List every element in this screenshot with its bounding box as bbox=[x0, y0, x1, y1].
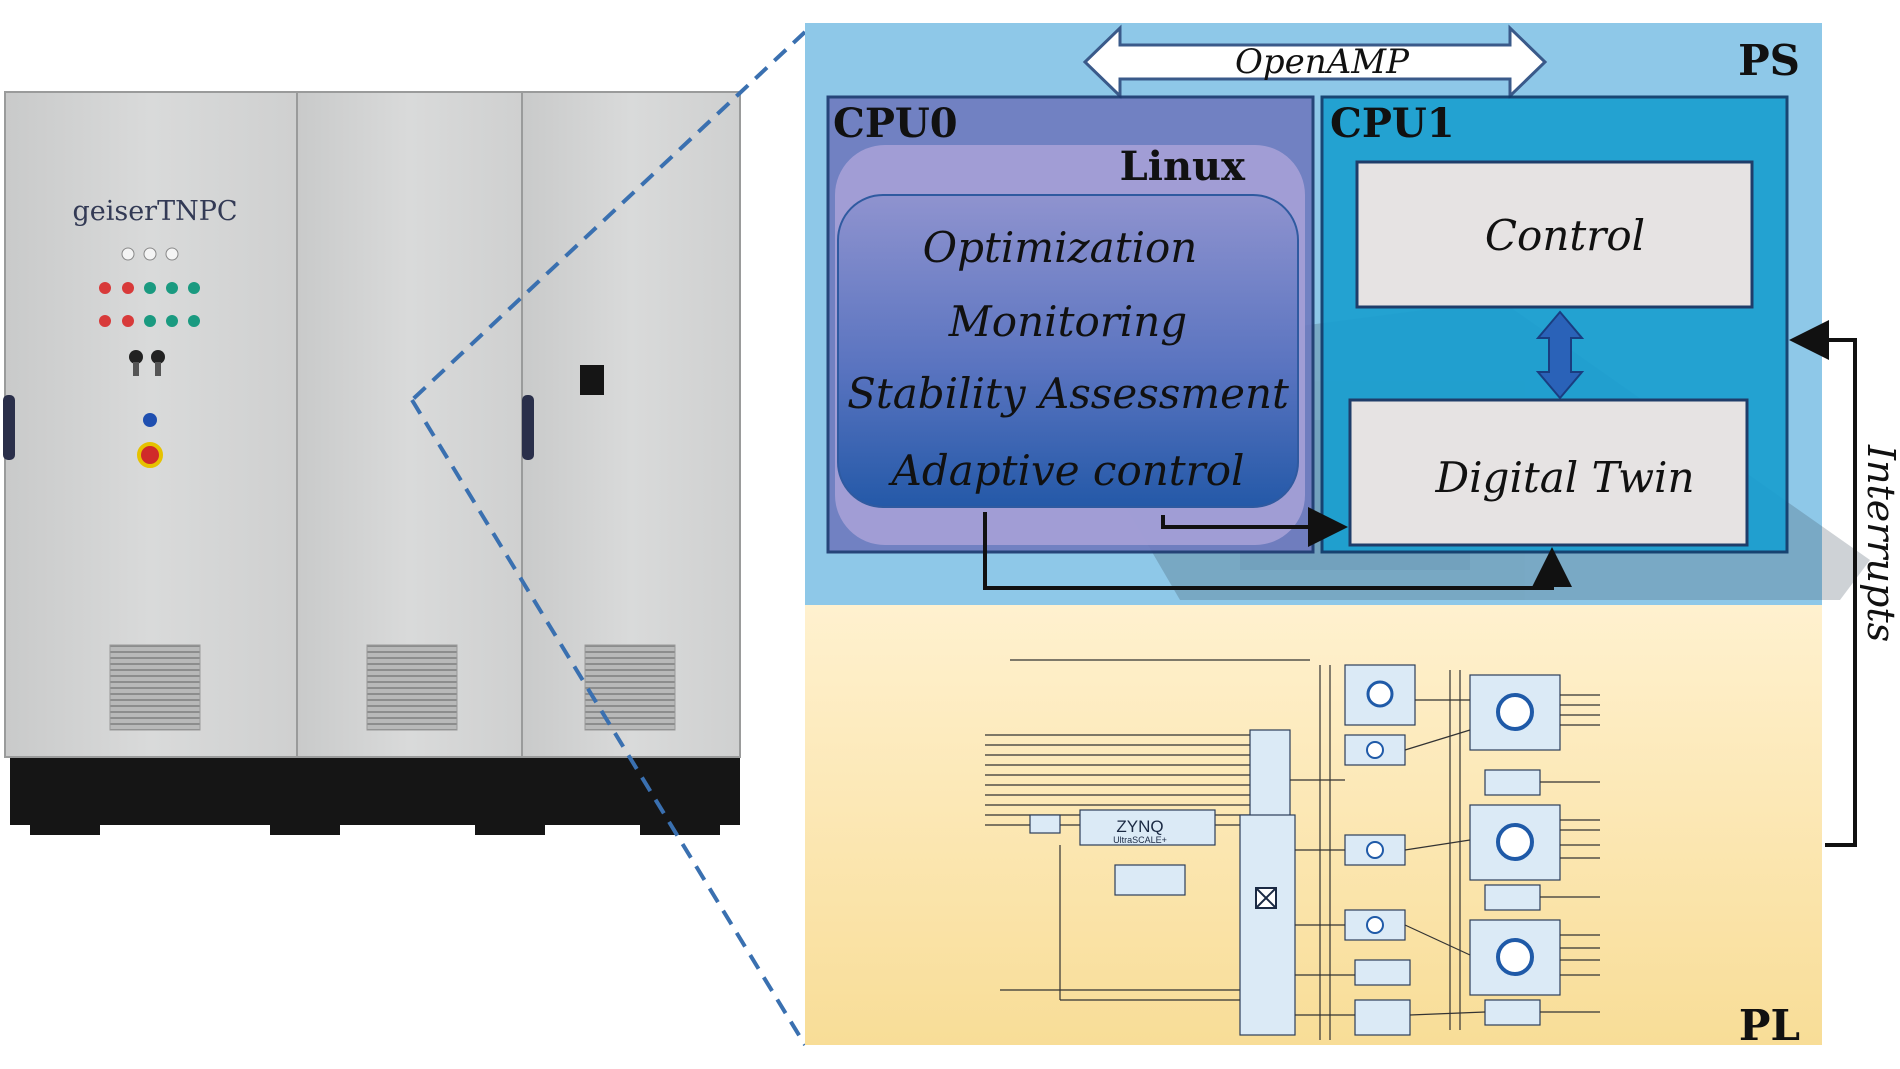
digital-twin-label: Digital Twin bbox=[1434, 453, 1694, 502]
digital-twin-box bbox=[1348, 398, 1749, 547]
zynq-title: ZYNQ bbox=[1116, 817, 1163, 836]
interrupts-arrow bbox=[1789, 320, 1857, 847]
task-stability-assessment: Stability Assessment bbox=[847, 369, 1289, 418]
key-switch-icon bbox=[129, 350, 165, 376]
vent-grille-icon bbox=[584, 644, 676, 731]
ps-label: PS bbox=[1738, 36, 1800, 85]
openamp-label: OpenAMP bbox=[1235, 42, 1410, 82]
openamp-arrow: OpenAMP bbox=[1082, 24, 1548, 100]
zynq-block: ZYNQ UltraSCALE+ bbox=[1113, 817, 1167, 845]
cabinet-base bbox=[10, 755, 740, 825]
control-box bbox=[1355, 160, 1754, 309]
door-handle-icon bbox=[522, 395, 534, 460]
button-row-2 bbox=[99, 315, 200, 327]
rotary-switch-icon bbox=[580, 365, 604, 395]
linux-tasks-panel bbox=[837, 194, 1299, 508]
control-twin-arrow bbox=[1535, 310, 1585, 400]
interrupts-label: Interrupts bbox=[1859, 444, 1900, 642]
task-monitoring: Monitoring bbox=[948, 297, 1187, 346]
blue-button-icon bbox=[143, 413, 157, 427]
cabinet-photo: geiserTNPC bbox=[3, 91, 741, 835]
button-row-1 bbox=[99, 282, 200, 294]
vent-grille-icon bbox=[366, 644, 458, 731]
linux-to-twin-arrows bbox=[983, 507, 1572, 590]
linux-label: Linux bbox=[1120, 143, 1246, 190]
cabinet-door-right bbox=[521, 91, 741, 758]
zynq-subtitle: UltraSCALE+ bbox=[1113, 835, 1167, 845]
zoom-lines bbox=[410, 30, 807, 1047]
door-handle-icon bbox=[3, 395, 15, 460]
input-ports bbox=[985, 659, 1310, 991]
emergency-stop-icon bbox=[137, 442, 163, 468]
control-label: Control bbox=[1485, 211, 1645, 260]
cabinet-brand-label: geiserTNPC bbox=[72, 196, 237, 227]
ip-logo-icon bbox=[1366, 680, 1534, 976]
vent-grille-icon bbox=[109, 644, 201, 731]
cpu0-label: CPU0 bbox=[833, 100, 958, 147]
indicator-lights bbox=[121, 247, 179, 261]
task-adaptive-control: Adaptive control bbox=[888, 446, 1245, 495]
cpu1-label: CPU1 bbox=[1330, 100, 1455, 147]
pl-label: PL bbox=[1739, 1001, 1800, 1050]
pl-region bbox=[805, 605, 1822, 1045]
task-optimization: Optimization bbox=[923, 223, 1198, 272]
